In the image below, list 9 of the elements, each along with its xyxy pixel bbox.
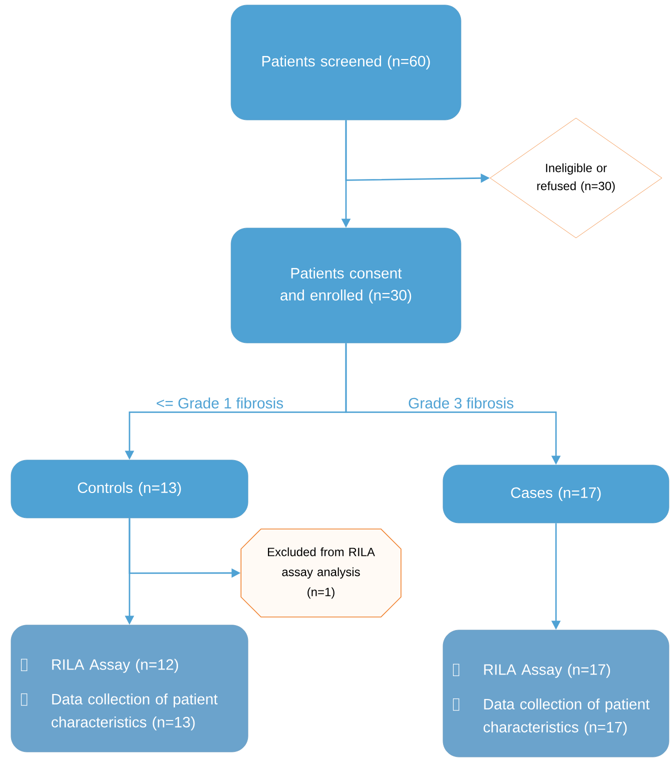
outcome-box: RILA Assay (n=17) Data collection of patient characteristics (n=17) — [442, 630, 670, 758]
edge-label: <= Grade 1 fibrosis — [155, 396, 285, 410]
process-box: Patients consent and enrolled (n=30) — [230, 228, 462, 344]
exclusion-box: Excluded from RILA assay analysis (n=1) — [240, 528, 402, 618]
outcome-box: RILA Assay (n=12) Data collection of patient characteristics (n=13) — [10, 624, 248, 752]
edge-label: Grade 3 fibrosis — [407, 396, 515, 410]
process-box: Cases (n=17) — [442, 464, 670, 524]
process-box: Patients screened (n=60) — [230, 4, 462, 120]
process-box: Controls (n=13) — [10, 460, 248, 518]
